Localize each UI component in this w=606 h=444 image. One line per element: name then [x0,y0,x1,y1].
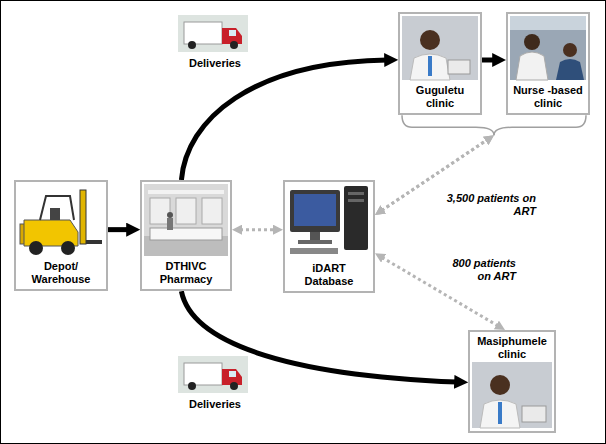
forklift-picture [29,241,43,255]
clinic-photo [472,362,552,428]
truck-icon [230,382,238,390]
warehouse-box: Depot/ Warehouse [14,180,108,291]
clinic-box: Guguletu clinic [398,12,482,115]
delivery-arrow [181,60,387,180]
computer-picture [298,240,332,244]
clinic-photo [402,16,478,80]
truck-icon [178,356,248,393]
node-label: iDART Database [288,262,370,287]
forklift-picture [61,241,75,255]
data-link [240,228,275,231]
pharmacy-photo [176,198,196,224]
computer-picture [348,192,364,195]
delivery-arrow [108,227,129,232]
computer-picture [310,232,320,240]
forklift-picture [40,196,74,220]
pharmacy-box: DTHIVC Pharmacy [140,180,232,291]
forklift-picture [86,240,102,244]
clinic-photo [448,60,470,74]
edge-label: 3,500 patients on ART [438,192,538,218]
computer-picture [290,248,338,254]
clinic-photo [556,59,584,80]
clinic-photo [410,54,450,80]
truck-icon [178,15,248,52]
computer-picture [348,199,364,202]
pharmacy-photo [148,190,224,194]
computer-picture [344,186,368,250]
clinic-box: Nurse -based clinic [506,12,590,115]
clinic-photo [563,43,577,57]
truck-icon [188,41,196,49]
node-label: Masiphumele clinic [473,335,551,360]
forklift-picture [50,208,60,220]
clinic-photo [480,400,520,428]
delivery-arrow [482,58,495,63]
clinic-box: Masiphumele clinic [468,330,556,433]
computer-picture [294,194,336,226]
delivery-arrow [181,291,457,382]
pharmacy-photo [144,184,228,256]
database-box: iDART Database [283,180,375,293]
clinic-photo [522,406,546,422]
edge-label: Deliveries [176,57,254,70]
node-label: DTHIVC Pharmacy [145,260,227,285]
group-brace [494,115,586,135]
truck-icon [230,41,238,49]
pharmacy-photo [150,228,222,240]
truck-icon [229,30,236,36]
pharmacy-photo [202,198,222,224]
clinic-photo [510,16,586,80]
pharmacy-photo [167,212,173,218]
clinic-photo [420,30,440,50]
node-label: Guguletu clinic [403,84,477,109]
computer-picture [290,190,340,232]
forklift-picture [20,190,102,255]
clinic-photo [516,52,548,80]
clinic-photo [490,375,510,395]
clinic-photo [524,34,540,50]
clinic-photo [428,56,432,76]
clinic-photo [402,16,478,80]
clinic-photo [498,402,502,424]
clinic-photo [472,362,552,428]
group-brace [402,115,494,135]
data-link [240,229,275,230]
truck-icon [178,356,248,393]
pharmacy-photo [144,184,228,256]
truck-icon [184,363,222,385]
truck-icon [178,15,248,52]
truck-icon [184,22,222,44]
clinic-photo [510,16,586,80]
edge-label: Deliveries [176,398,254,411]
node-label: Nurse -based clinic [511,84,585,109]
delivery-arrow [181,291,457,382]
edge-label: 800 patients on ART [444,257,518,283]
node-label: Depot/ Warehouse [19,260,103,285]
clinic-photo [510,16,586,30]
delivery-arrow [482,60,495,61]
truck-icon [188,382,196,390]
pharmacy-photo [167,218,173,230]
delivery-arrow [108,229,129,230]
forklift-picture [80,190,86,244]
truck-icon [229,371,236,377]
delivery-arrow [181,60,387,180]
computer-picture [290,186,368,254]
